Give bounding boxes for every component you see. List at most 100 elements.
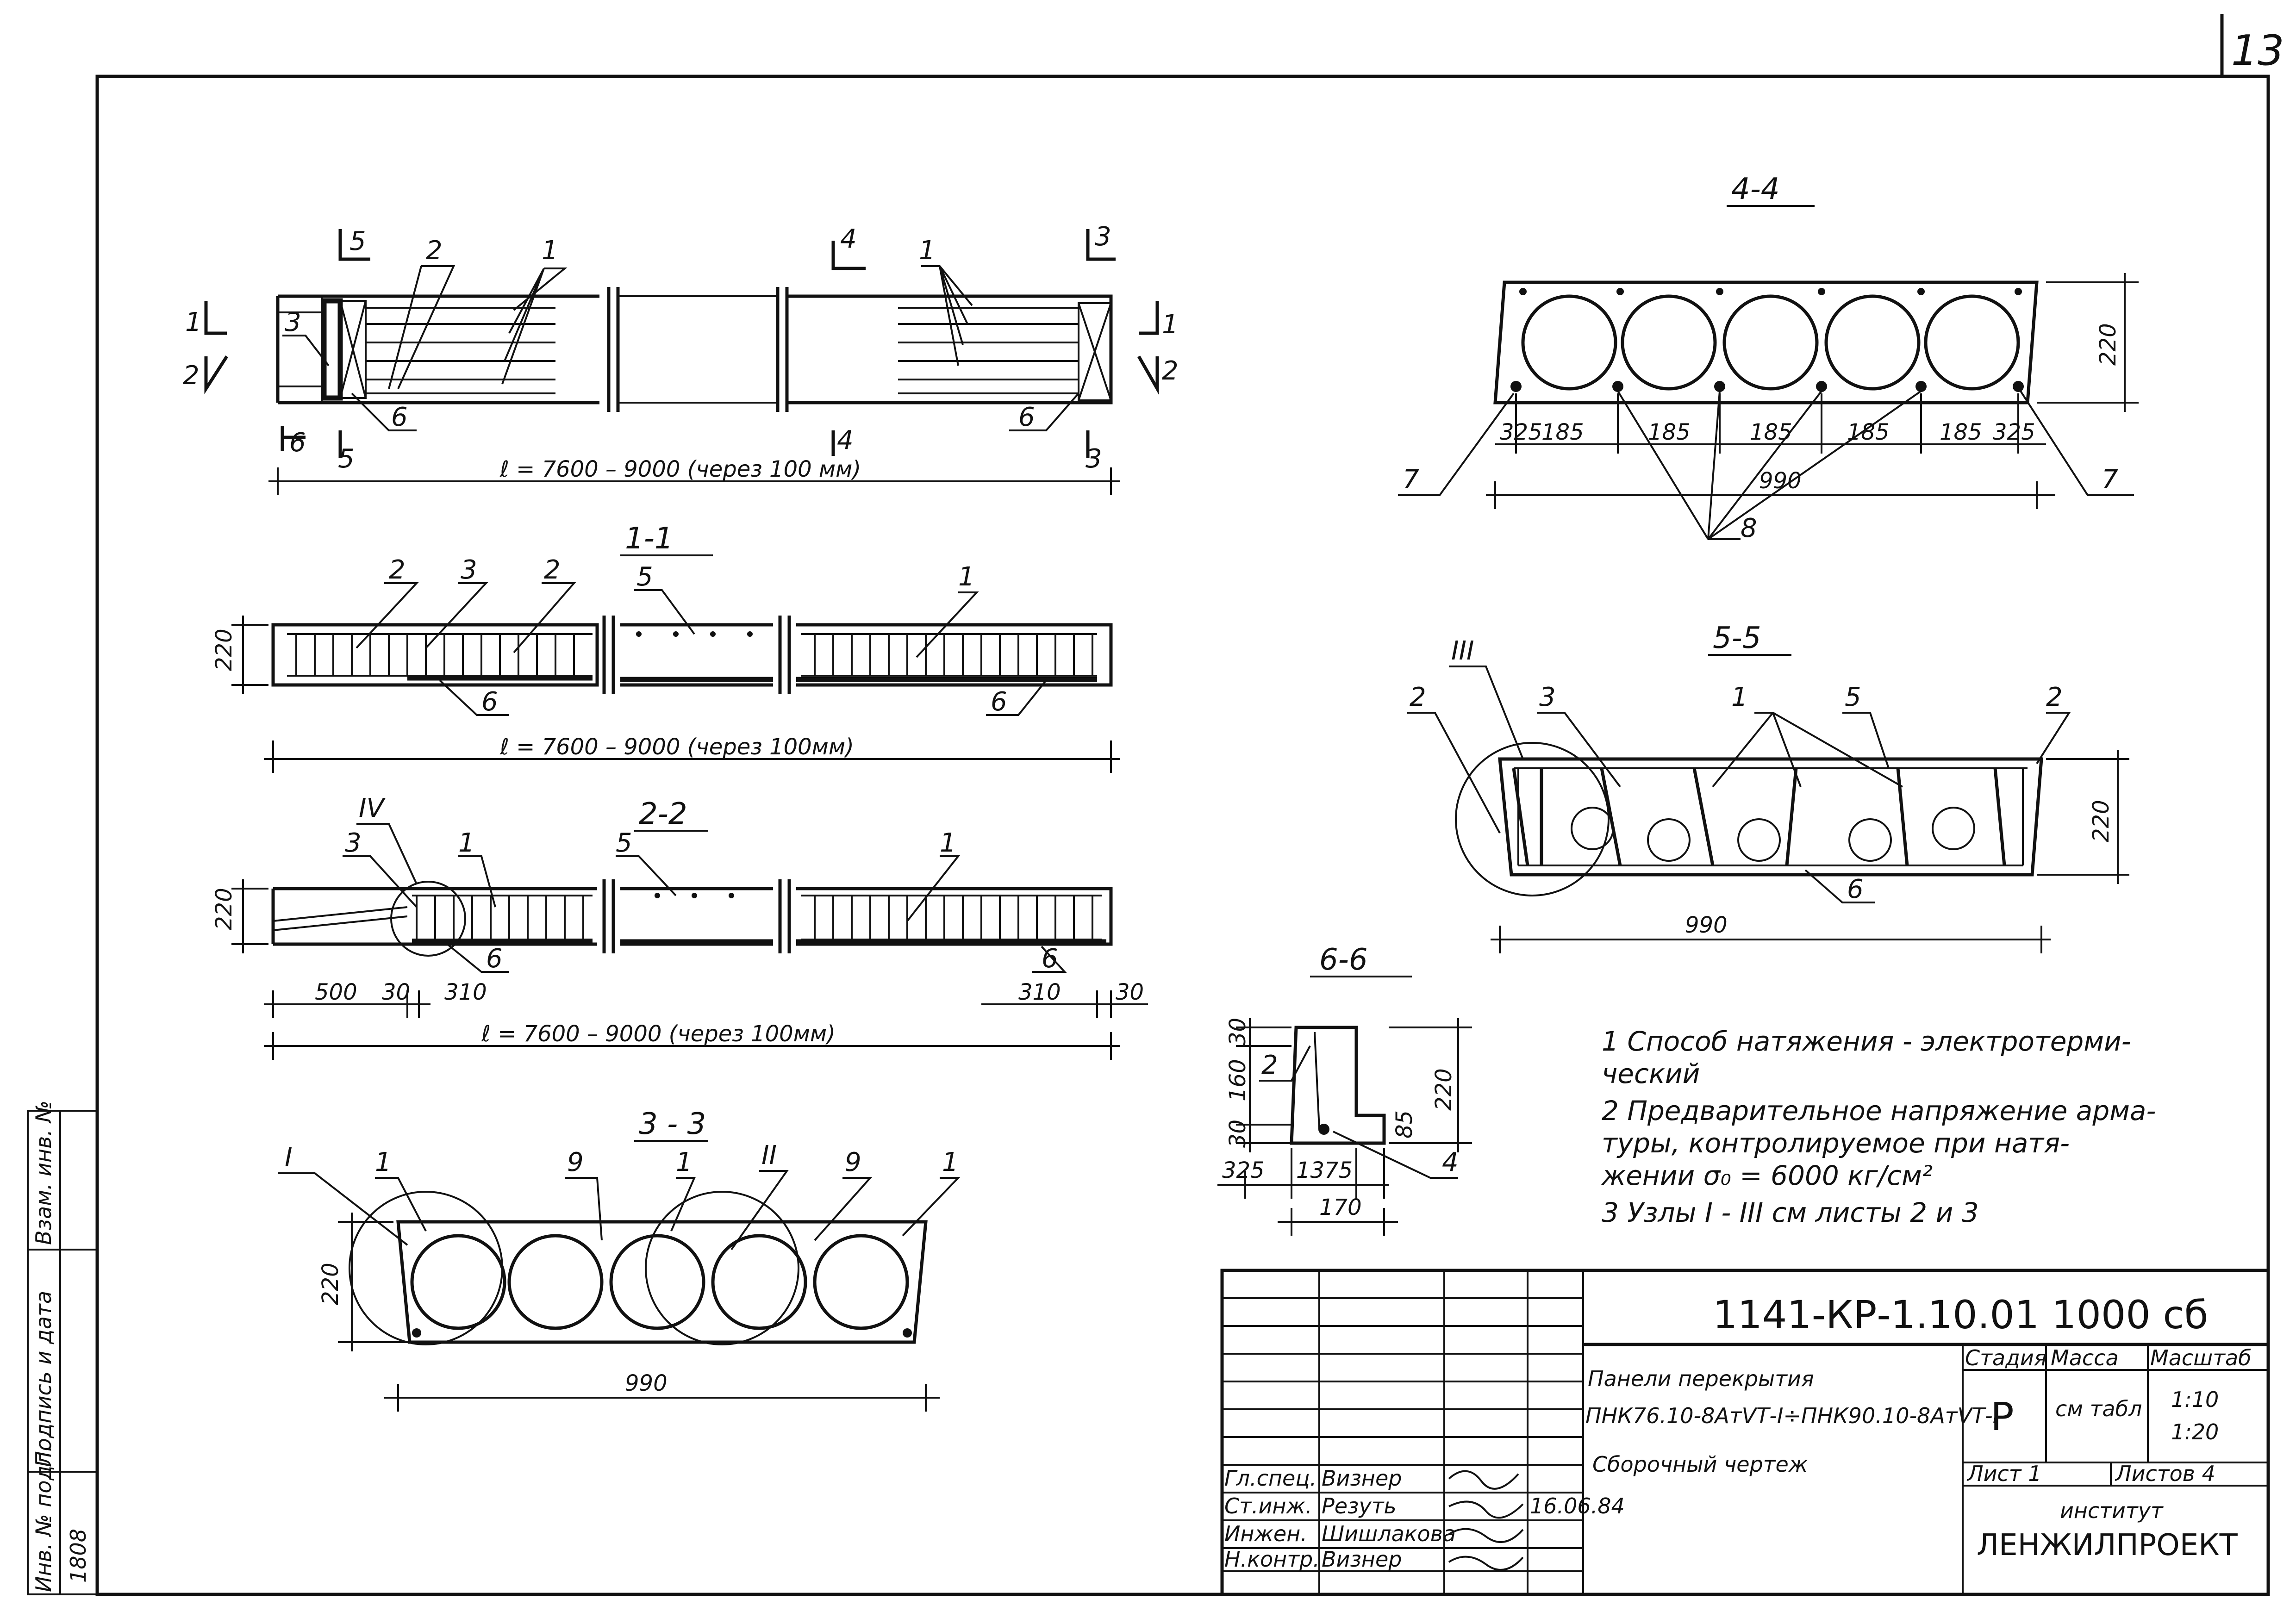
leader-6 — [443, 941, 509, 973]
callout: 3 — [1539, 682, 1556, 712]
callout: 5 — [616, 828, 632, 858]
spacing-dim — [1495, 393, 2046, 454]
void-circle — [1647, 818, 1691, 862]
width-label: 990 — [1685, 912, 1728, 938]
plan-middle-gap — [618, 295, 778, 404]
cage-stirrups-right — [814, 634, 1093, 676]
section-title: 4-4 — [1731, 172, 1780, 206]
top-bar-dot — [729, 893, 734, 898]
callout: 2 — [1261, 1050, 1278, 1080]
signature-date: 16.06.84 — [1530, 1493, 1625, 1518]
beam-right-outline — [796, 887, 1113, 946]
leader-2 — [513, 582, 576, 653]
plan-leader-2 — [388, 265, 455, 389]
leader-1 — [906, 855, 961, 922]
cut-mark-5-top — [338, 229, 370, 261]
beam-right-outline — [796, 623, 1113, 687]
general-notes: 1 Способ натяжения - электротерми- чески… — [1601, 1026, 2156, 1228]
leader-6 — [439, 679, 509, 716]
top-bar-dot — [655, 893, 660, 898]
inventory-number: 1808 — [66, 1529, 91, 1583]
leader-1 — [458, 855, 496, 908]
person-name: Визнер — [1322, 1466, 1402, 1491]
length-label: ℓ = 7600 – 9000 (через 100мм) — [481, 1021, 836, 1047]
section-6-6: 6-6 30 160 30 2 220 85 4 325 1375 170 — [1217, 943, 1472, 1236]
leader-node-ii — [730, 1170, 789, 1251]
cage-stirrups-left — [416, 896, 584, 940]
mass-value: см табл — [2055, 1396, 2142, 1421]
leader-7-right — [2020, 390, 2134, 496]
node-label: IV — [359, 793, 386, 823]
plan-leader-3 — [282, 335, 330, 367]
top-bar-dot — [1519, 288, 1527, 295]
panel-cross-section-outline — [1498, 757, 2043, 877]
spacing-label: 325 — [1500, 419, 1542, 445]
cut-mark-label: 5 — [338, 444, 355, 474]
scale-value: 1:10 — [2171, 1387, 2219, 1412]
height-label: 220 — [1431, 1068, 1457, 1111]
prestressed-tendon — [407, 675, 1097, 682]
plan-view: 5 5 4 4 3 3 6 1 1 2 2 2 1 3 1 6 6 ℓ = — [183, 222, 1179, 495]
person-name: Шишлакова — [1322, 1521, 1456, 1546]
callout: 3 — [461, 555, 477, 585]
top-bar-dot — [2015, 288, 2022, 295]
role-label: Н.контр. — [1224, 1547, 1320, 1572]
top-bar-dot — [710, 631, 716, 637]
top-bar-dot — [1616, 288, 1624, 295]
plan-callout: 6 — [391, 402, 408, 432]
dim-label: 30 — [1116, 979, 1144, 1005]
callout: 9 — [567, 1147, 584, 1177]
callout: 1 — [375, 1147, 392, 1177]
leader-node-i — [278, 1172, 408, 1246]
cut-mark-label: 2 — [183, 361, 200, 391]
side-stamp-frame — [27, 1110, 98, 1595]
end-chamfer — [273, 906, 408, 931]
leader-1 — [902, 1177, 961, 1237]
height-dim — [2037, 273, 2139, 412]
dim-label: 170 — [1319, 1195, 1362, 1220]
callout: 6 — [481, 687, 498, 717]
top-bar-dot — [636, 631, 642, 637]
leader-5 — [634, 589, 695, 635]
drawing-name-line: ПНК76.10-8АтVТ-I÷ПНК90.10-8АтVТ-I — [1585, 1403, 1999, 1428]
leader-node-iii — [1449, 666, 1524, 759]
role-label: Инжен. — [1224, 1521, 1307, 1546]
section-3-3: 3 - 3 I II 1 9 1 9 1 220 990 — [278, 1107, 961, 1412]
void-circle — [1722, 294, 1819, 391]
person-name: Резуть — [1322, 1493, 1397, 1518]
cut-mark-label: 4 — [837, 425, 854, 455]
cut-mark-label: 1 — [185, 307, 202, 337]
height-label: 220 — [211, 628, 237, 671]
leader-node-iv — [356, 823, 418, 884]
width-label: 990 — [625, 1370, 668, 1396]
beam-break-lines — [602, 879, 791, 953]
note-line: 1 Способ натяжения - электротерми- — [1602, 1026, 2131, 1057]
top-bar-dot — [1818, 288, 1825, 295]
void-circle — [1737, 818, 1781, 862]
plan-leader-1-right — [921, 265, 973, 366]
callout: 1 — [942, 1147, 959, 1177]
plan-end-plate — [321, 298, 343, 401]
mass-header: Масса — [2051, 1345, 2119, 1370]
sheets-label: Листов 4 — [2115, 1461, 2215, 1486]
leader-2 — [356, 582, 419, 649]
dim-label: 85 — [1391, 1110, 1417, 1139]
plan-tendons-right — [898, 307, 1079, 394]
callout: 5 — [1845, 682, 1861, 712]
leader-2 — [1259, 1045, 1311, 1082]
cut-mark-6 — [281, 426, 306, 451]
title-block-frame — [1220, 1269, 2270, 1596]
top-bar-dot — [1917, 288, 1925, 295]
left-dims — [1236, 1018, 1292, 1152]
bottom-bar-dot — [412, 1328, 421, 1338]
plan-leader-1 — [501, 268, 568, 385]
bottom-bar-dot — [903, 1328, 912, 1338]
top-bar-dot — [1716, 288, 1723, 295]
void-circle — [813, 1234, 909, 1330]
drawing-code: 1141-КР-1.10.01 1000 сб — [1713, 1292, 2208, 1338]
dim-label: 310 — [1018, 979, 1061, 1005]
plan-tendons-left — [366, 307, 555, 394]
node-iii-circle — [1455, 742, 1610, 896]
end-dims — [264, 990, 1148, 1018]
callout: 6 — [1847, 874, 1864, 904]
